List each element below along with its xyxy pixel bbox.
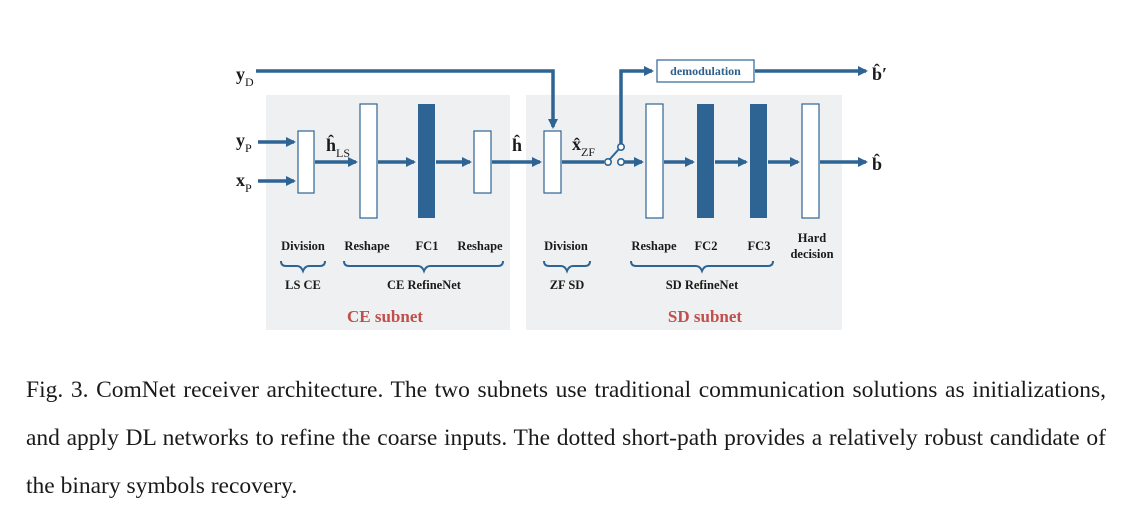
reshape-label-1: Reshape bbox=[344, 239, 390, 253]
switch-contact-left bbox=[603, 158, 612, 167]
switch-contact-right bbox=[616, 158, 625, 167]
short-path-arrow bbox=[619, 66, 654, 144]
division-block-sd bbox=[543, 130, 562, 194]
fc2-block bbox=[697, 104, 714, 218]
reshape-label-3: Reshape bbox=[631, 239, 677, 253]
decision-label: decision bbox=[790, 247, 833, 261]
fc3-label: FC3 bbox=[748, 239, 771, 253]
comnet-diagram: yD yP xP ĥLS ĥ x̂ZF demodulation b̂′ b̂ … bbox=[236, 59, 887, 330]
demodulation-block bbox=[656, 59, 755, 83]
brace-ce-refinenet bbox=[343, 260, 504, 274]
ls-ce-label: LS CE bbox=[285, 278, 321, 292]
reshape-block-1 bbox=[359, 103, 378, 219]
brace-zf-sd bbox=[543, 260, 591, 274]
sd-subnet-panel bbox=[526, 95, 842, 330]
yD-arrow bbox=[256, 69, 558, 129]
ce-subnet-panel bbox=[266, 95, 510, 330]
division-label-ce: Division bbox=[281, 239, 325, 253]
input-xP-label: xP bbox=[236, 170, 252, 195]
brace-sd-refinenet bbox=[630, 260, 774, 274]
brace-ls-ce bbox=[280, 260, 326, 274]
hard-decision-block bbox=[801, 103, 820, 219]
input-yP-label: yP bbox=[236, 130, 252, 155]
hLS-label: ĥLS bbox=[326, 133, 350, 160]
division-block-ce bbox=[297, 130, 315, 194]
ce-refinenet-label: CE RefineNet bbox=[387, 278, 462, 292]
h-label: ĥ bbox=[512, 133, 522, 155]
reshape-block-2 bbox=[473, 130, 492, 194]
xZF-label: x̂ZF bbox=[572, 134, 595, 159]
ce-subnet-label: CE subnet bbox=[347, 307, 423, 326]
reshape-block-3 bbox=[645, 103, 664, 219]
switch-lever bbox=[609, 148, 620, 160]
fc2-label: FC2 bbox=[695, 239, 718, 253]
fc1-label: FC1 bbox=[416, 239, 439, 253]
fc1-block bbox=[418, 104, 435, 218]
sd-refinenet-label: SD RefineNet bbox=[666, 278, 739, 292]
division-label-sd: Division bbox=[544, 239, 588, 253]
figure-caption: Fig. 3. ComNet receiver architecture. Th… bbox=[26, 377, 1106, 499]
demodulation-label: demodulation bbox=[670, 64, 741, 78]
hard-label: Hard bbox=[798, 231, 827, 245]
b-label: b̂ bbox=[872, 154, 882, 174]
b-prime-label: b̂′ bbox=[872, 64, 887, 84]
sd-subnet-label: SD subnet bbox=[668, 307, 743, 326]
zf-sd-label: ZF SD bbox=[550, 278, 585, 292]
input-yD-label: yD bbox=[236, 64, 254, 89]
fc3-block bbox=[750, 104, 767, 218]
reshape-label-2: Reshape bbox=[457, 239, 503, 253]
